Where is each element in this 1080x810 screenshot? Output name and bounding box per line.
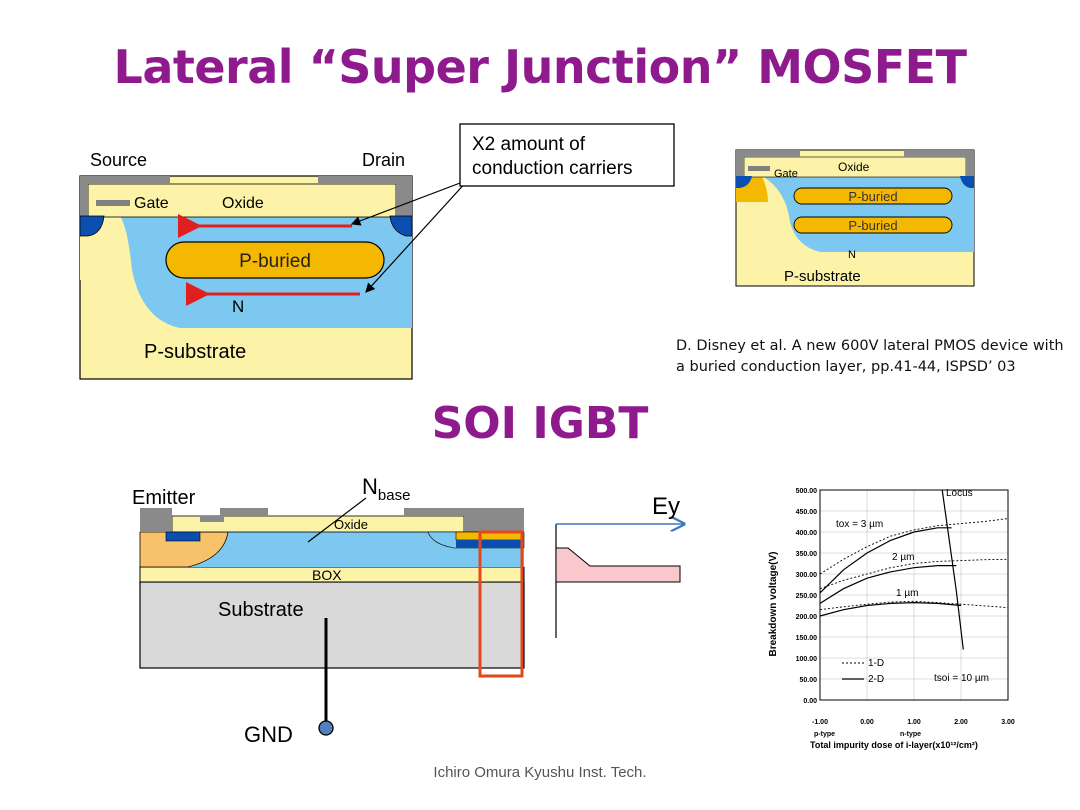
reference-line2: a buried conduction layer, pp.41-44, ISP… — [676, 359, 1016, 375]
chart-ylabel: Breakdown voltage(V) — [768, 551, 779, 656]
y-tick-label: 200.00 — [796, 614, 818, 621]
series-line — [819, 601, 962, 617]
x-tick-label: -1.00 — [812, 719, 828, 726]
breakdown-voltage-chart: 0.00 50.00 100.00 150.00 200.00 250.00 300.00 3… — [768, 488, 1015, 750]
chart-xlabel: Total impurity dose of i-layer(x10¹²/cm²… — [810, 740, 978, 750]
section-title: SOI IGBT — [431, 398, 649, 449]
y-tick-label: 400.00 — [796, 530, 818, 537]
igbt-oxide-label: Oxide — [334, 517, 368, 532]
reference-line1: D. Disney et al. A new 600V lateral PMOS… — [676, 338, 1064, 354]
small-oxide-label: Oxide — [838, 160, 870, 174]
y-tick-label: 0.00 — [803, 698, 817, 705]
chart-ticks: 0.00 50.00 100.00 150.00 200.00 250.00 300.00 3… — [796, 488, 1015, 726]
tox-label: tox = 3 µm — [836, 519, 883, 530]
substrate-region — [139, 581, 525, 669]
nbase-label: Nbase — [362, 474, 410, 504]
y-tick-label: 100.00 — [796, 656, 818, 663]
emitter-label: Emitter — [132, 487, 196, 509]
reference-citation: D. Disney et al. A new 600V lateral PMOS… — [676, 336, 1076, 378]
drain-contact — [318, 176, 412, 216]
y-tick-label: 50.00 — [799, 677, 817, 684]
oxide-label: Oxide — [222, 195, 264, 212]
x-sublabel-p: p-type — [814, 731, 835, 738]
gnd-label: GND — [244, 722, 293, 747]
series-line — [819, 600, 1009, 611]
y-tick-label: 450.00 — [796, 509, 818, 516]
x-tick-label: 2.00 — [954, 719, 968, 726]
gnd-terminal — [318, 720, 334, 736]
p-buried-layer — [165, 241, 385, 279]
source-contact — [80, 176, 170, 216]
box-label: BOX — [312, 567, 342, 583]
y-tick-label: 300.00 — [796, 572, 818, 579]
one-um-label: 1 µm — [896, 588, 918, 599]
callout-line2: conduction carriers — [472, 158, 633, 179]
mosfet-cross-section: X2 amount of conduction carriers Source … — [79, 123, 675, 380]
chart-series — [819, 489, 1009, 650]
y-tick-label: 250.00 — [796, 593, 818, 600]
series-line — [819, 558, 1009, 590]
small-gate-label: Gate — [774, 168, 798, 180]
oxide-layer — [87, 183, 397, 218]
y-tick-label: 150.00 — [796, 635, 818, 642]
soi-igbt-cross-section: Emitter Nbase Oxide BOX Substrate GND Ey — [132, 474, 696, 747]
y-tick-label: 350.00 — [796, 551, 818, 558]
series-line — [819, 564, 957, 604]
gate-label: Gate — [134, 195, 169, 212]
legend-label-2d: 2-D — [868, 674, 884, 685]
tsoi-label: tsoi = 10 µm — [934, 673, 989, 684]
y-tick-label: 500.00 — [796, 488, 818, 495]
series-line — [819, 527, 952, 594]
small-p-substrate-label: P-substrate — [784, 268, 861, 285]
legend-label-1d: 1-D — [868, 658, 884, 669]
callout-box — [459, 123, 675, 187]
small-p-buried-2-label: P-buried — [848, 218, 897, 233]
slide-footer: Ichiro Omura Kyushu Inst. Tech. — [433, 764, 647, 781]
series-line — [819, 518, 1009, 575]
callout-line1: X2 amount of — [472, 134, 586, 155]
mosfet-small-cross-section: Gate Oxide P-buried P-buried N P-substra… — [735, 149, 975, 287]
source-label: Source — [90, 150, 147, 170]
p-substrate-label: P-substrate — [144, 341, 246, 363]
field-profile — [555, 547, 681, 583]
x-tick-label: 0.00 — [860, 719, 874, 726]
locus-label: Locus — [946, 488, 973, 499]
small-n-label: N — [848, 249, 856, 261]
small-p-buried-1-label: P-buried — [848, 189, 897, 204]
two-um-label: 2 µm — [892, 552, 914, 563]
series-line — [941, 489, 964, 650]
x-sublabel-n: n-type — [900, 731, 921, 738]
plot-frame — [819, 489, 1009, 701]
gate-electrode — [96, 200, 130, 206]
substrate-label: Substrate — [218, 599, 304, 621]
drain-label: Drain — [362, 150, 405, 170]
highlight-box — [478, 530, 524, 678]
slide-title: Lateral “Super Junction” MOSFET — [113, 40, 967, 94]
x-tick-label: 3.00 — [1001, 719, 1015, 726]
x-tick-label: 1.00 — [907, 719, 921, 726]
ey-label: Ey — [652, 493, 680, 520]
p-buried-label: P-buried — [239, 251, 311, 272]
n-label: N — [232, 297, 244, 316]
